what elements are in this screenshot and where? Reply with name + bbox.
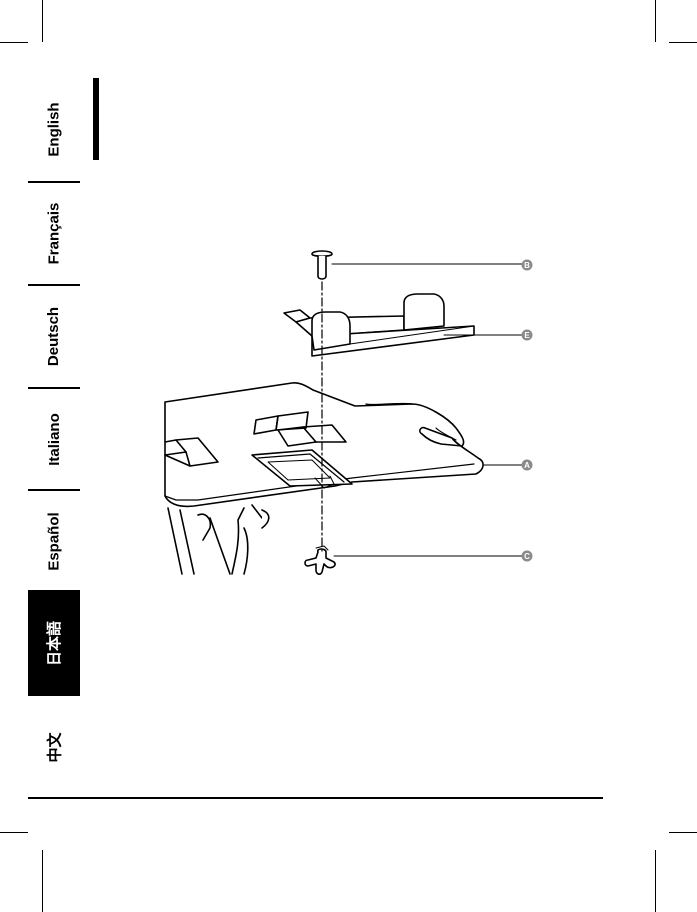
callout-c: C [522,551,533,562]
callout-a: A [522,460,533,471]
table-legs [168,505,269,574]
bracket [284,294,474,356]
callout-label: E [524,331,530,340]
callout-e: E [522,330,533,341]
bolt [312,251,332,279]
callout-label: C [524,552,530,561]
callout-label: B [524,261,530,270]
callout-label: A [524,461,530,470]
callout-b: B [522,260,533,271]
knob [305,546,335,574]
